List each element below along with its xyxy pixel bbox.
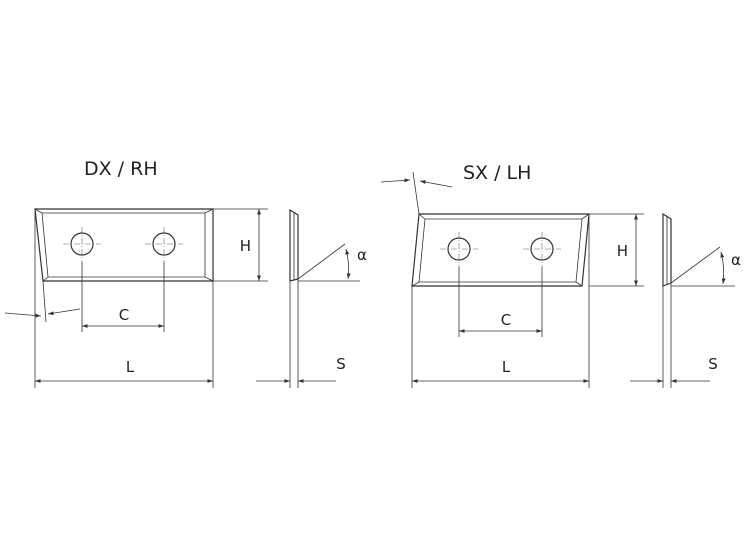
dimension-s: S <box>256 279 346 388</box>
dimension-label-s: S <box>336 355 346 373</box>
dimension-label-h: H <box>240 237 251 255</box>
dimension-l: L <box>411 214 590 388</box>
view-title: SX / LH <box>463 162 531 184</box>
view-title: DX / RH <box>84 158 158 180</box>
angle-label-alpha: α <box>731 251 741 269</box>
dimension-label-c: C <box>501 311 511 329</box>
dimension-label-s: S <box>708 355 718 373</box>
insert-body <box>411 213 590 287</box>
clearance-angle-indicator <box>380 171 453 215</box>
dimension-l: L <box>34 209 214 388</box>
clearance-angle-indicator <box>4 280 81 323</box>
mounting-hole <box>145 227 183 262</box>
mounting-hole <box>440 232 478 267</box>
angle-label-alpha: α <box>357 246 367 264</box>
dimension-label-h: H <box>617 242 628 260</box>
view-sx-lh: SX / LH <box>380 162 741 388</box>
dimension-label-l: L <box>126 358 135 376</box>
dimension-h: H <box>213 208 268 282</box>
dimension-h: H <box>589 213 644 287</box>
dimension-c: C <box>458 267 543 337</box>
dimension-s: S <box>630 283 718 388</box>
side-profile <box>662 212 672 287</box>
angle-alpha: α <box>297 243 367 282</box>
dimension-c: C <box>81 262 165 332</box>
view-dx-rh: DX / RH <box>4 158 367 388</box>
side-profile <box>289 208 299 282</box>
dimension-label-c: C <box>119 306 129 324</box>
insert-body <box>34 208 214 282</box>
dimension-label-l: L <box>502 358 511 376</box>
angle-alpha: α <box>670 246 741 287</box>
mounting-hole <box>523 232 561 267</box>
mounting-hole <box>63 227 101 262</box>
